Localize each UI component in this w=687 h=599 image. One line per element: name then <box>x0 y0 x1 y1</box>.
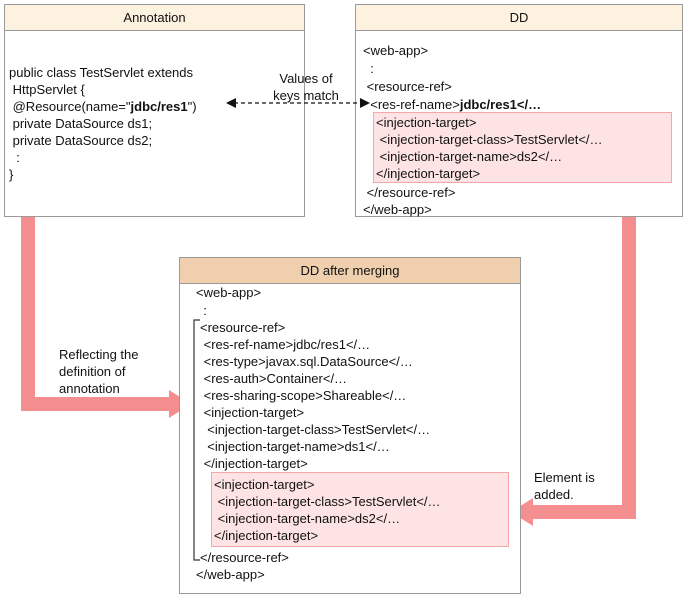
merged-added-line-3: <injection-target-name>ds2</… <box>214 511 401 526</box>
merged-added-line-4: </injection-target> <box>214 528 319 543</box>
merged-closing-line-2: </web-app> <box>196 567 265 582</box>
annotation-line-1: public class TestServlet extends <box>9 65 194 80</box>
dd-line-3: <resource-ref> <box>363 79 452 94</box>
dd-injection-highlight: <injection-target> <injection-target-cla… <box>373 112 672 183</box>
merged-line-11: </injection-target> <box>200 456 308 471</box>
dd-panel-title: DD <box>356 5 682 31</box>
resource-suffix: ") <box>187 99 197 114</box>
annotation-line-4: private DataSource ds1; <box>9 116 153 131</box>
dd-line-after-1: </resource-ref> <box>363 185 456 200</box>
keys-match-line-2: keys match <box>273 88 339 103</box>
merged-line-4: <res-ref-name>jdbc/res1</… <box>200 337 371 352</box>
dd-panel: DD <web-app> : <resource-ref> <res-ref-n… <box>355 4 683 217</box>
merged-line-5: <res-type>javax.sql.DataSource</… <box>200 354 413 369</box>
merged-line-6: <res-auth>Container</… <box>200 371 348 386</box>
reflecting-label: Reflecting the definition of annotation <box>59 346 139 397</box>
dd-injection-line-4: </injection-target> <box>376 166 481 181</box>
annotation-line-6: : <box>9 150 20 165</box>
merged-line-10: <injection-target-name>ds1</… <box>200 439 390 454</box>
merged-line-3: <resource-ref> <box>200 320 286 335</box>
dd-line-after-2: </web-app> <box>363 202 432 217</box>
annotation-panel-title: Annotation <box>5 5 304 31</box>
dd-injection-line-2: <injection-target-class>TestServlet</… <box>376 132 603 147</box>
dd-line-2: : <box>363 61 374 76</box>
keys-match-line-1: Values of <box>279 71 333 86</box>
merged-added-line-2: <injection-target-class>TestServlet</… <box>214 494 441 509</box>
element-added-line-2: added. <box>534 487 574 502</box>
annotation-resource-line: @Resource(name="jdbc/res1") <box>9 98 197 115</box>
reflect-arrow-shaft <box>21 190 172 411</box>
merged-closing-line-1: </resource-ref> <box>200 550 289 565</box>
merged-line-8: <injection-target> <box>200 405 305 420</box>
merged-line-9: <injection-target-class>TestServlet</… <box>200 422 431 437</box>
merged-panel-title: DD after merging <box>180 258 520 284</box>
reflecting-line-2: definition of <box>59 364 126 379</box>
element-added-line-1: Element is <box>534 470 595 485</box>
reflecting-line-1: Reflecting the <box>59 347 139 362</box>
resource-name: jdbc/res1 <box>130 99 188 114</box>
dd-ref-name-line: <res-ref-name>jdbc/res1</… <box>363 96 541 113</box>
dd-ref-name-prefix: <res-ref-name> <box>363 97 460 112</box>
dd-ref-name-value: jdbc/res1</… <box>459 97 542 112</box>
merged-panel: DD after merging <web-app> : <resource-r… <box>179 257 521 594</box>
dd-injection-line-3: <injection-target-name>ds2</… <box>376 149 563 164</box>
dd-line-1: <web-app> <box>363 43 429 58</box>
merged-added-highlight: <injection-target> <injection-target-cla… <box>211 472 509 547</box>
merged-line-2: : <box>196 303 207 318</box>
annotation-line-2: HttpServlet { <box>9 82 85 97</box>
annotation-line-5: private DataSource ds2; <box>9 133 153 148</box>
merged-added-line-1: <injection-target> <box>214 477 315 492</box>
resource-ref-bracket <box>193 319 200 561</box>
resource-prefix: @Resource(name=" <box>9 99 131 114</box>
annotation-panel: Annotation public class TestServlet exte… <box>4 4 305 217</box>
merged-line-7: <res-sharing-scope>Shareable</… <box>200 388 407 403</box>
annotation-line-7: } <box>9 167 14 182</box>
element-added-label: Element is added. <box>534 469 595 503</box>
merged-line-1: <web-app> <box>196 285 262 300</box>
dd-injection-line-1: <injection-target> <box>376 115 477 130</box>
reflecting-line-3: annotation <box>59 381 120 396</box>
add-arrow-shaft <box>530 188 636 519</box>
add-arrow-head <box>511 498 533 526</box>
keys-match-label: Values of keys match <box>271 70 341 104</box>
